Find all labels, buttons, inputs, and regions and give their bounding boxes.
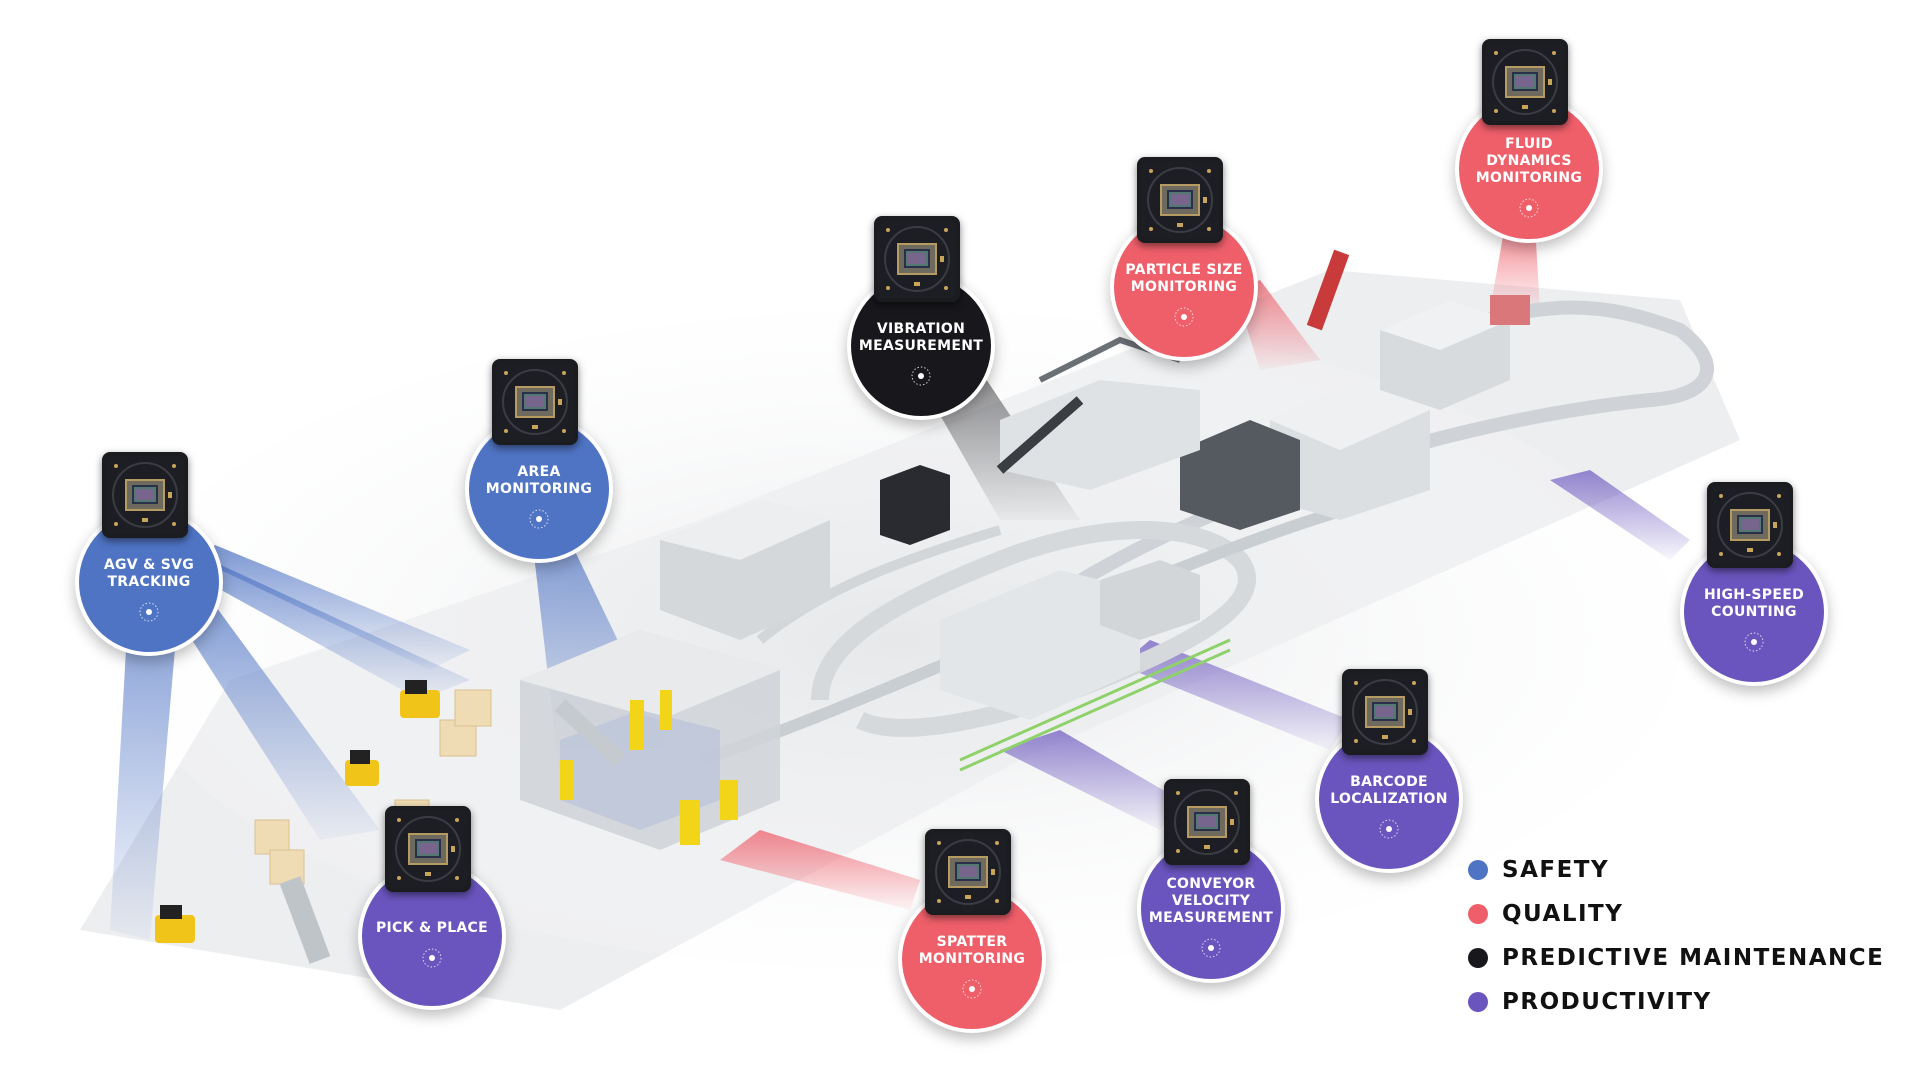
legend-dot-safety: [1468, 860, 1488, 880]
highspeed-beam: [1550, 470, 1690, 560]
barcode-beam: [1120, 640, 1350, 750]
sensor-chip-vibration: [874, 216, 960, 302]
sensor-chip-particle: [1137, 157, 1223, 243]
machine-block-upper-line: [996, 336, 1200, 490]
legend-label-quality: QUALITY: [1502, 901, 1624, 927]
agv-beam-3: [185, 560, 470, 700]
target-icon: [1376, 816, 1402, 842]
sensor-chip-conveyor: [1164, 779, 1250, 865]
target-icon: [139, 602, 159, 622]
sensor-chip-pick: [385, 806, 471, 892]
roller-conveyor-left: [279, 876, 331, 964]
target-icon: [1198, 935, 1224, 961]
sensor-marker-conveyor: CONVEYOR VELOCITY MEASUREMENT: [1137, 835, 1285, 983]
sensor-chip-icon: [1711, 486, 1789, 564]
fluid-beam: [1490, 225, 1540, 310]
target-icon: [1171, 304, 1197, 330]
sensor-chip-icon: [496, 363, 574, 441]
sensor-label-vibration: VIBRATION MEASUREMENT: [858, 321, 984, 354]
sensor-label-particle: PARTICLE SIZE MONITORING: [1125, 262, 1243, 295]
sensor-label-fluid: FLUID DYNAMICS MONITORING: [1475, 135, 1583, 186]
agv-beam: [110, 580, 180, 940]
sensor-chip-icon: [1141, 161, 1219, 239]
machine-block-black-bin: [880, 465, 950, 545]
target-icon: [1201, 938, 1221, 957]
yellow-robots: [560, 690, 738, 845]
legend: SAFETY QUALITY PREDICTIVE MAINTENANCE PR…: [1468, 848, 1884, 1024]
legend-item-productivity: PRODUCTIVITY: [1468, 980, 1884, 1024]
legend-label-predictive-maintenance: PREDICTIVE MAINTENANCE: [1502, 945, 1885, 971]
machine-block-packing: [660, 500, 830, 640]
target-icon: [526, 506, 552, 532]
sensor-chip-icon: [929, 833, 1007, 911]
sensor-chip-icon: [1486, 43, 1564, 121]
agv-beam-2: [160, 585, 380, 840]
sensor-chip-area: [492, 359, 578, 445]
spatter-beam: [720, 830, 920, 910]
machine-red-arm: [1306, 249, 1530, 331]
sensor-chip-icon: [106, 456, 184, 534]
legend-dot-quality: [1468, 904, 1488, 924]
legend-item-quality: QUALITY: [1468, 892, 1884, 936]
legend-label-safety: SAFETY: [1502, 857, 1610, 883]
sensor-chip-icon: [389, 810, 467, 888]
target-icon: [911, 366, 931, 386]
sensor-label-pick: PICK & PLACE: [375, 919, 488, 936]
sensor-label-agv: AGV & SVG TRACKING: [103, 557, 195, 590]
conveyor-beam: [1000, 730, 1180, 830]
target-icon: [419, 945, 445, 971]
sensor-label-area: AREA MONITORING: [485, 464, 593, 497]
machine-block-dome: [1380, 300, 1510, 410]
target-icon: [1519, 198, 1539, 217]
sensor-chip-icon: [1168, 783, 1246, 861]
legend-item-predictive-maintenance: PREDICTIVE MAINTENANCE: [1468, 936, 1884, 980]
target-icon: [962, 979, 982, 999]
target-icon: [959, 976, 985, 1002]
sensor-chip-agv: [102, 452, 188, 538]
sensor-chip-spatter: [925, 829, 1011, 915]
target-icon: [1741, 629, 1767, 655]
sensor-chip-icon: [1346, 673, 1424, 751]
target-icon: [1379, 819, 1399, 839]
machine-block-cells: [940, 560, 1200, 720]
forklift-icon: [155, 690, 440, 943]
target-icon: [908, 363, 934, 389]
legend-label-productivity: PRODUCTIVITY: [1502, 989, 1712, 1015]
target-icon: [422, 948, 442, 967]
sensor-label-barcode: BARCODE LOCALIZATION: [1330, 774, 1448, 807]
sensor-chip-fluid: [1482, 39, 1568, 125]
sensor-label-conveyor: CONVEYOR VELOCITY MEASUREMENT: [1148, 875, 1274, 926]
legend-dot-predictive-maintenance: [1468, 948, 1488, 968]
sensor-label-highspeed: HIGH-SPEED COUNTING: [1703, 587, 1805, 620]
sensor-chip-barcode: [1342, 669, 1428, 755]
sensor-label-spatter: SPATTER MONITORING: [918, 934, 1026, 967]
target-icon: [529, 509, 549, 529]
target-icon: [1744, 632, 1764, 652]
target-icon: [1516, 195, 1542, 221]
target-icon: [136, 599, 162, 625]
sensor-chip-icon: [878, 220, 956, 298]
target-icon: [1174, 307, 1194, 327]
agv-beam-4: [200, 545, 470, 670]
sensor-chip-highspeed: [1707, 482, 1793, 568]
legend-item-safety: SAFETY: [1468, 848, 1884, 892]
machine-block-cleanroom: [1180, 380, 1430, 530]
legend-dot-productivity: [1468, 992, 1488, 1012]
